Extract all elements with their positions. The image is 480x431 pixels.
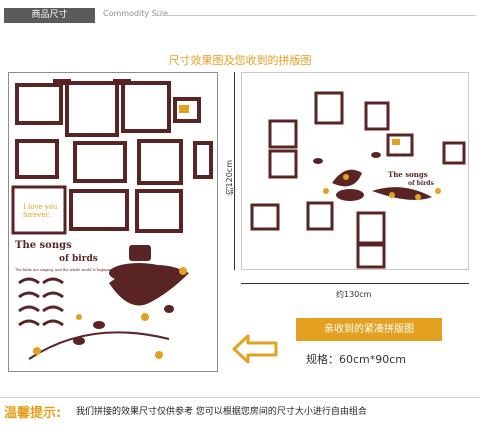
- frame-shape: [121, 81, 171, 133]
- frame-shape: [15, 83, 63, 125]
- tip-divider: [0, 397, 480, 398]
- preview-illustration: The songs of birds: [250, 91, 466, 269]
- arrow-left-icon: [232, 334, 278, 364]
- frame-shape: [173, 97, 201, 123]
- frame-shape: [268, 119, 298, 149]
- sheet-heading: The songs: [15, 240, 72, 251]
- frame-shape: [268, 149, 298, 179]
- width-label: 约130cm: [336, 290, 372, 299]
- frame-shape: [306, 201, 334, 231]
- height-label: 约120cm: [225, 160, 234, 196]
- tip-text: 我们拼接的效果尺寸仅供参考 您可以根据您房间的尺寸大小进行自由组合: [76, 407, 367, 417]
- frame-shape: [356, 211, 386, 245]
- frame-shape: [386, 133, 414, 157]
- frame-shape: [135, 189, 183, 233]
- preview-heading: The songs: [388, 170, 428, 179]
- sticker-sheet-illustration: I love you forever. The songs of birds T…: [11, 79, 213, 360]
- spec-label: 规格：60cm*90cm: [306, 353, 407, 366]
- frame-shape: [442, 141, 466, 165]
- sticker-sheet: I love you forever. The songs of birds T…: [8, 72, 218, 372]
- frame-shape: [15, 139, 59, 179]
- subtitle: 尺寸效果图及您收到的拼版图: [168, 54, 312, 67]
- header-divider: [154, 15, 476, 16]
- preview-heading-2: of birds: [408, 180, 435, 187]
- frame-shape: [314, 91, 344, 125]
- section-tag: 商品尺寸: [4, 8, 95, 23]
- frame-shape: [364, 101, 390, 131]
- frame-shape: [137, 139, 183, 185]
- section-header: 商品尺寸 Commodity Size: [0, 0, 480, 30]
- love-text-line-1: I love you: [23, 203, 58, 211]
- tip-label: 温馨提示:: [4, 406, 62, 421]
- frame-shape: [65, 81, 119, 137]
- sheet-tagline: The birds are singing, and the whole wor…: [15, 268, 140, 272]
- frame-shape: [69, 189, 129, 231]
- assembled-preview: The songs of birds: [241, 72, 469, 270]
- received-layout-banner: 亲收到的紧凑拼版图: [296, 318, 442, 341]
- section-tag-english: Commodity Size: [103, 9, 169, 18]
- frame-shape: [193, 141, 213, 179]
- frame-shape: [250, 203, 280, 231]
- frame-shape: [356, 243, 386, 269]
- height-dimension-line: [234, 72, 235, 270]
- width-dimension-line: [241, 283, 469, 284]
- love-text-line-2: forever.: [23, 211, 50, 219]
- frame-shape: [73, 141, 127, 183]
- sheet-heading-2: of birds: [59, 254, 98, 264]
